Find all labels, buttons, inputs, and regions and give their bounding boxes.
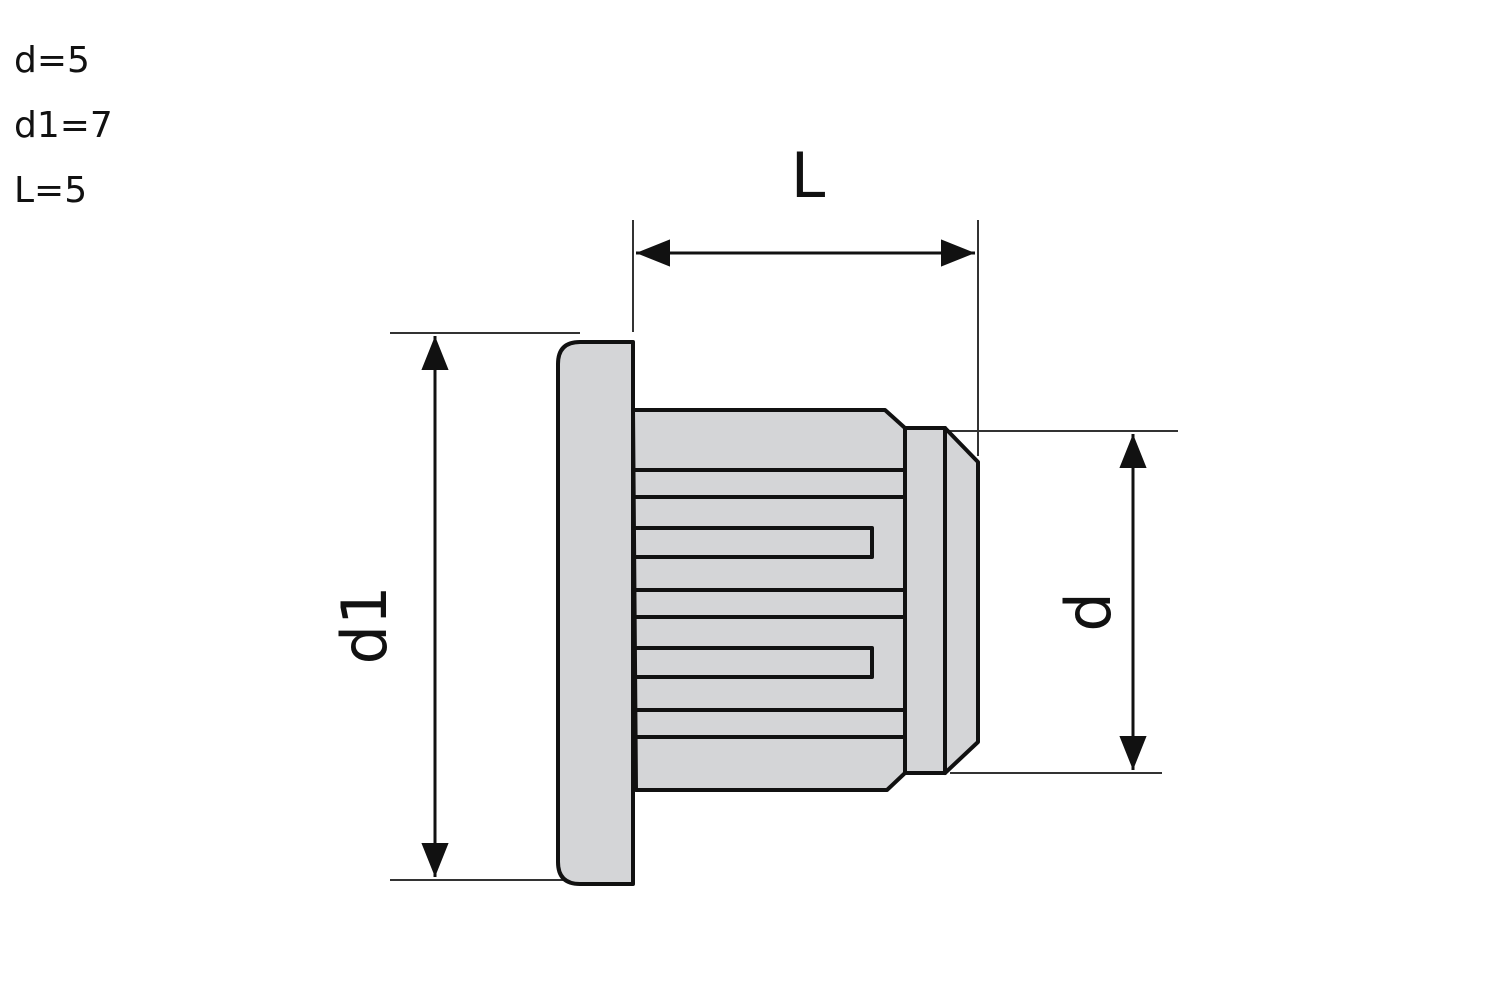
body-diameter-label: d — [1052, 592, 1125, 631]
flange — [556, 340, 635, 886]
length-label: L — [791, 139, 826, 212]
spec-l: L=5 — [14, 170, 88, 211]
length-dimension: L — [632, 139, 979, 456]
collar — [903, 426, 947, 775]
flange-diameter-dimension: d1 — [328, 332, 580, 881]
spec-d: d=5 — [14, 40, 90, 81]
knurl-grooves — [635, 468, 905, 739]
flange-diameter-label: d1 — [328, 586, 401, 665]
chamfered-tip — [943, 426, 980, 775]
spec-d1: d1=7 — [14, 105, 113, 146]
rivet-nut — [556, 340, 980, 886]
body-diameter-dimension: d — [945, 430, 1178, 774]
knurled-body — [631, 408, 907, 792]
